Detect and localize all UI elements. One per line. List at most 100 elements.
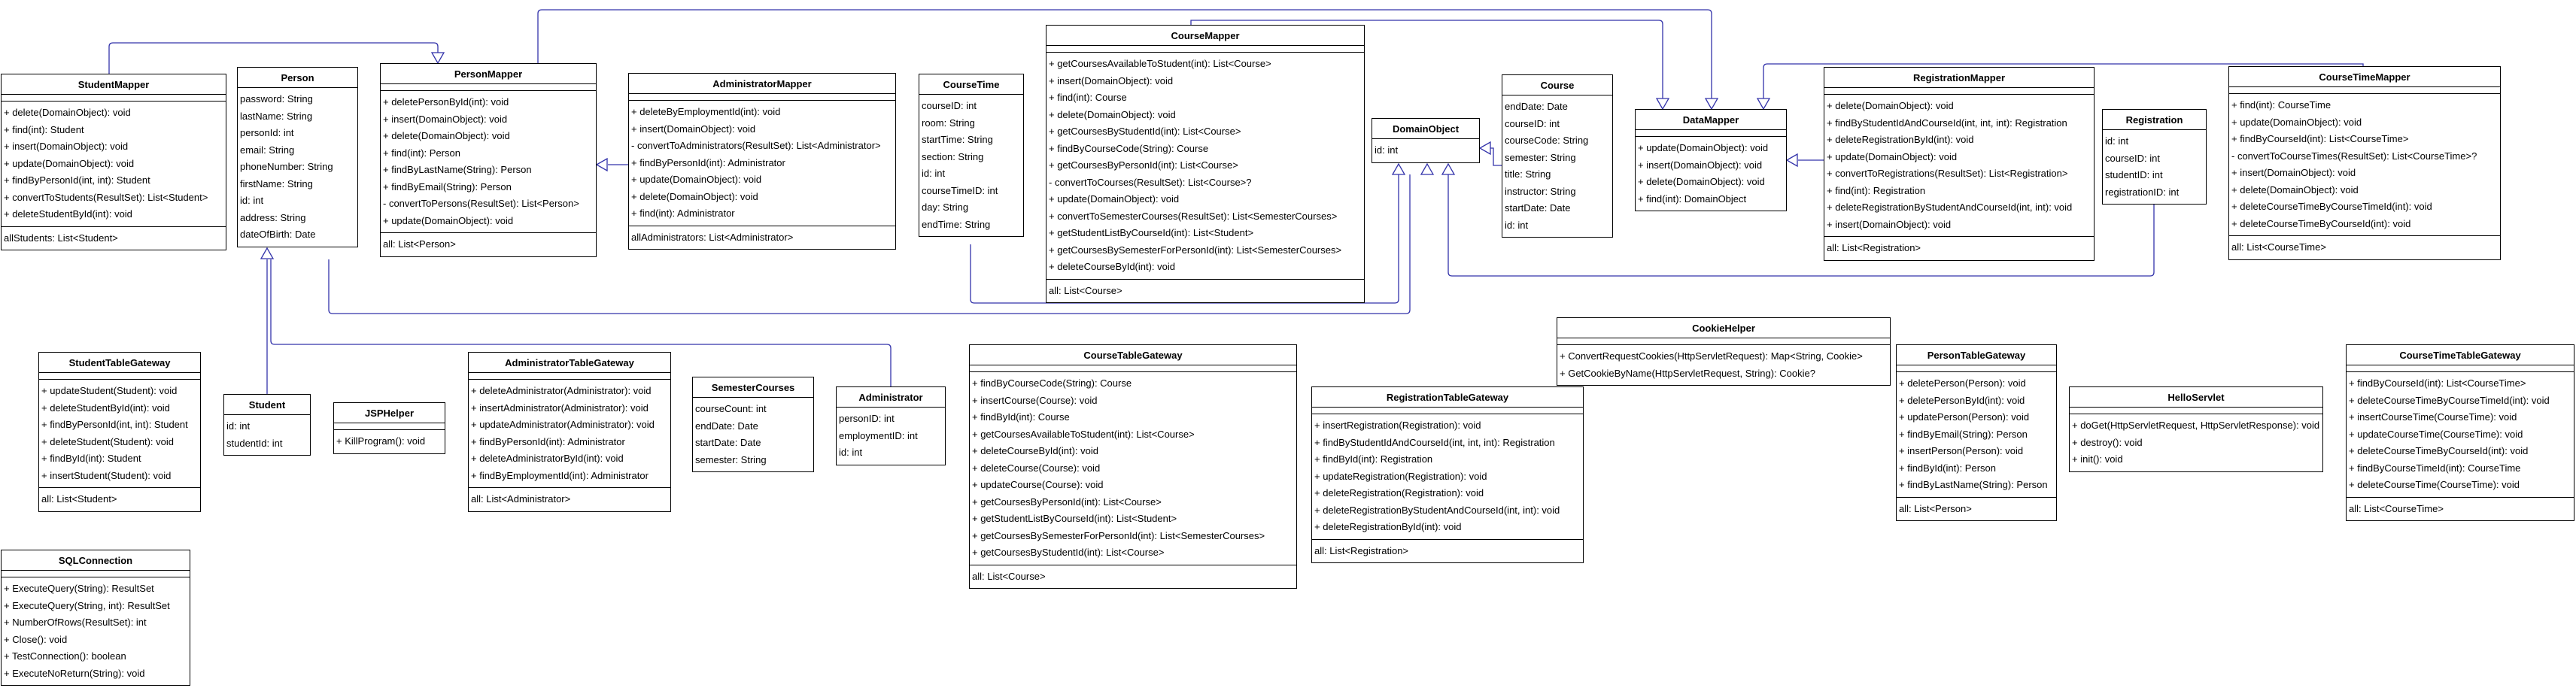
registration-table-gateway-class[interactable]: RegistrationTableGateway+ insertRegistra… <box>1311 386 1584 563</box>
empty-attribute-compartment <box>2 571 190 577</box>
fields-compartment: id: int <box>1372 139 1479 162</box>
generalization-arrowhead <box>1704 98 1719 111</box>
class-field: id: int <box>1505 219 1529 231</box>
class-method: + findById(int): Registration <box>1314 453 1433 465</box>
class-method: + getCoursesBySemesterForPersonId(int): … <box>1049 244 1342 256</box>
empty-attribute-compartment <box>469 373 670 380</box>
extra-compartment: all: List<CourseTime> <box>2229 236 2500 259</box>
class-title: CourseTimeMapper <box>2229 67 2500 87</box>
class-method: + insert(DomainObject): void <box>4 141 129 152</box>
class-method: + updateCourse(Course): void <box>972 479 1104 490</box>
class-method: + getStudentListByCourseId(int): List<St… <box>972 513 1177 524</box>
empty-attribute-compartment <box>381 84 596 91</box>
class-title: Registration <box>2103 110 2206 130</box>
empty-attribute-compartment <box>629 94 895 101</box>
person-mapper-class[interactable]: PersonMapper+ deletePersonById(int): voi… <box>380 63 597 257</box>
administrator-mapper-class[interactable]: AdministratorMapper+ deleteByEmploymentI… <box>628 73 896 250</box>
extra-compartment: all: List<Person> <box>381 233 596 256</box>
class-method: + insertPerson(Person): void <box>1899 445 2024 456</box>
class-title: CourseMapper <box>1046 26 1364 46</box>
generalization-arrowhead <box>1420 162 1435 175</box>
empty-attribute-compartment <box>970 365 1296 372</box>
class-method: + ExecuteQuery(String): ResultSet <box>4 583 154 594</box>
class-method: + insert(DomainObject): void <box>1049 74 1174 86</box>
class-method: + findByStudentIdAndCourseId(int, int, i… <box>1827 117 2067 129</box>
methods-compartment: + delete(DomainObject): void+ findByStud… <box>1824 95 2094 237</box>
class-method: + deletePerson(Person): void <box>1899 377 2026 389</box>
class-field: courseCount: int <box>695 403 767 414</box>
class-method: + findByPersonId(int, int): Student <box>41 419 188 430</box>
class-method: + ExecuteNoReturn(String): void <box>4 667 145 679</box>
class-title: DomainObject <box>1372 119 1479 139</box>
student-mapper-class[interactable]: StudentMapper+ delete(DomainObject): voi… <box>1 74 226 250</box>
class-field: day: String <box>922 202 969 213</box>
class-field: startDate: Date <box>1505 202 1571 214</box>
class-method: + findByStudentIdAndCourseId(int, int, i… <box>1314 436 1555 448</box>
class-title: Person <box>238 68 357 88</box>
class-collection: all: List<Person> <box>383 238 456 250</box>
class-method: + find(int): Administrator <box>631 208 735 219</box>
class-field: firstName: String <box>240 177 313 189</box>
class-method: + deleteCourseTimeByCourseTimeId(int): v… <box>2231 201 2432 212</box>
extra-compartment: all: List<Student> <box>39 488 200 511</box>
class-method: + deleteRegistrationByStudentAndCourseId… <box>1314 504 1560 516</box>
class-title: JSPHelper <box>334 403 445 423</box>
hello-servlet-class[interactable]: HelloServlet+ doGet(HttpServletRequest, … <box>2069 386 2323 472</box>
data-mapper-class[interactable]: DataMapper+ update(DomainObject): void+ … <box>1635 109 1787 211</box>
class-method: + delete(DomainObject): void <box>631 190 758 202</box>
class-field: studentID: int <box>2105 169 2163 180</box>
class-method: + deleteStudentById(int): void <box>41 402 170 414</box>
jsp-helper-class[interactable]: JSPHelper+ KillProgram(): void <box>333 402 445 454</box>
person-table-gateway-class[interactable]: PersonTableGateway+ deletePerson(Person)… <box>1896 344 2057 521</box>
class-method: + find(int): CourseTime <box>2231 99 2331 111</box>
class-method: + findByEmploymentId(int): Administrator <box>471 469 649 481</box>
class-method: + deletePersonById(int): void <box>1899 394 2025 406</box>
class-title: AdministratorTableGateway <box>469 353 670 373</box>
course-table-gateway-class[interactable]: CourseTableGateway+ findByCourseCode(Str… <box>969 344 1297 589</box>
class-method: + deleteCourseTime(CourseTime): void <box>2349 479 2520 490</box>
class-method: + deleteRegistration(Registration): void <box>1314 487 1484 499</box>
class-field: personID: int <box>839 413 895 424</box>
class-method: + find(int): Person <box>383 147 460 159</box>
course-mapper-class[interactable]: CourseMapper+ getCoursesAvailableToStude… <box>1046 25 1365 303</box>
empty-attribute-compartment <box>334 423 445 430</box>
methods-compartment: + find(int): CourseTime+ update(DomainOb… <box>2229 94 2500 236</box>
class-field: courseTimeID: int <box>922 184 998 196</box>
sql-connection-class[interactable]: SQLConnection+ ExecuteQuery(String): Res… <box>1 550 190 686</box>
class-title: CookieHelper <box>1557 318 1890 338</box>
class-method: + findByCourseCode(String): Course <box>972 377 1132 389</box>
course-time-table-gateway-class[interactable]: CourseTimeTableGateway+ findByCourseId(i… <box>2346 344 2574 521</box>
extra-compartment: allStudents: List<Student> <box>2 227 226 250</box>
generalization-arrowhead <box>1478 141 1491 156</box>
class-field: personId: int <box>240 127 294 138</box>
empty-attribute-compartment <box>1557 338 1890 345</box>
class-field: courseID: int <box>2105 152 2160 164</box>
class-field: courseID: int <box>922 100 977 111</box>
class-method: + deleteCourseById(int): void <box>1049 261 1176 272</box>
class-title: StudentTableGateway <box>39 353 200 373</box>
course-time-mapper-class[interactable]: CourseTimeMapper+ find(int): CourseTime+… <box>2228 66 2501 260</box>
student-table-gateway-class[interactable]: StudentTableGateway+ updateStudent(Stude… <box>38 352 201 512</box>
class-field: endDate: Date <box>1505 101 1568 112</box>
class-title: Administrator <box>837 387 945 408</box>
cookie-helper-class[interactable]: CookieHelper+ ConvertRequestCookies(Http… <box>1557 317 1891 386</box>
registration-mapper-class[interactable]: RegistrationMapper+ delete(DomainObject)… <box>1824 67 2095 261</box>
generalization-arrowhead <box>1756 98 1771 111</box>
methods-compartment: + delete(DomainObject): void+ find(int):… <box>2 102 226 227</box>
class-method: + GetCookieByName(HttpServletRequest, St… <box>1560 367 1815 379</box>
administrator-table-gateway-class[interactable]: AdministratorTableGateway+ deleteAdminis… <box>468 352 671 512</box>
class-method: + update(DomainObject): void <box>1049 193 1180 205</box>
